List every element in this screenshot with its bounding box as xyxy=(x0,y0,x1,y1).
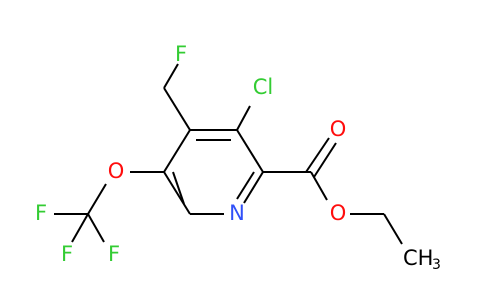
atom-f-cf3-right: F xyxy=(108,242,120,266)
atom-ch3-subscript: 3 xyxy=(432,257,441,273)
bond-c2-n-inner xyxy=(236,171,255,200)
atom-f-cf3-top: F xyxy=(35,201,47,225)
bond-c3-cl xyxy=(236,105,251,131)
bond-c-o-double-a xyxy=(305,137,330,173)
bond-c-o-double-b xyxy=(313,142,337,178)
bond-c3-c2 xyxy=(236,129,264,173)
bond-c4-ch2 xyxy=(163,87,191,131)
bond-ch2-f xyxy=(163,63,179,89)
atom-f-fluoromethyl: F xyxy=(175,42,187,66)
atom-o-ether: O xyxy=(330,201,347,225)
atom-ch3: CH xyxy=(403,246,433,270)
bond-c5-c4 xyxy=(163,129,191,173)
atom-n-ring: N xyxy=(229,201,245,225)
bond-ch2-ch3 xyxy=(383,213,403,245)
bond-o-ccf3 xyxy=(87,183,107,215)
bond-c2-n xyxy=(243,171,264,204)
atom-o-ocf3: O xyxy=(108,159,125,183)
pyridine-ring xyxy=(163,129,264,215)
bond-ccf3-fleft xyxy=(71,213,89,243)
bond-c6-c5-inner xyxy=(172,171,185,205)
bond-c6-c5 xyxy=(163,171,191,215)
bond-ccf3-fright xyxy=(87,213,105,243)
atom-cl: Cl xyxy=(253,75,274,99)
atom-f-cf3-left: F xyxy=(61,242,73,266)
atom-o-carbonyl: O xyxy=(330,117,347,141)
bond-c-oether xyxy=(310,171,328,201)
